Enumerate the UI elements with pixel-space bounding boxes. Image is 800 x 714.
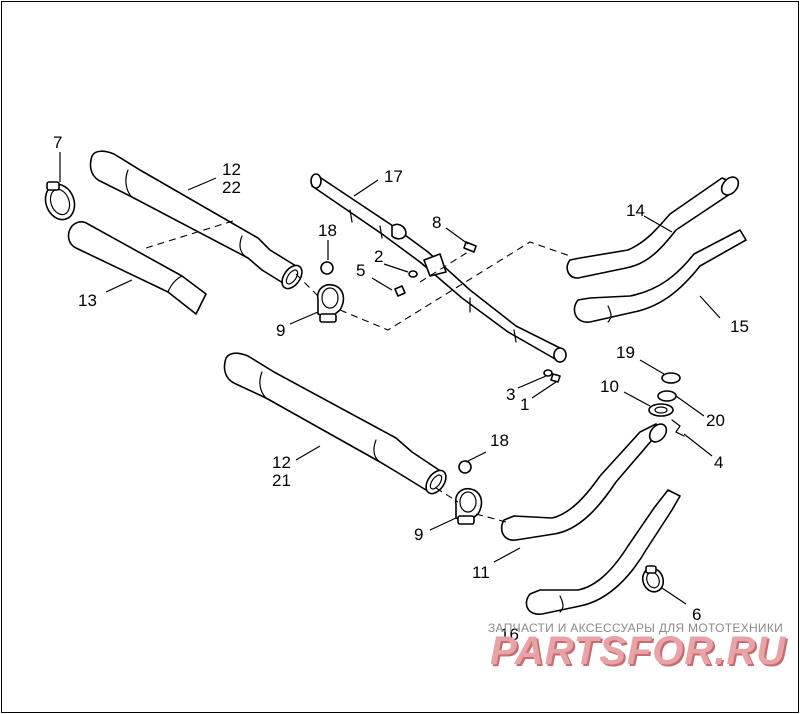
callout-14: 14: [626, 201, 645, 220]
callout-11: 11: [472, 563, 490, 582]
callout-1: 1: [520, 395, 529, 414]
callout-6: 6: [692, 605, 701, 624]
rear-head-pipe-15: [573, 229, 747, 323]
callout-3: 3: [506, 385, 515, 404]
muffler-clamp-9-lower: [454, 488, 483, 525]
hose-clamp-6: [641, 565, 665, 593]
callout-18-lower: 18: [490, 431, 509, 450]
callout-19: 19: [616, 343, 635, 362]
callout-10: 10: [600, 377, 619, 396]
upper-muffler: [89, 150, 303, 290]
hardware-1-3: [543, 369, 561, 383]
callout-12-upper: 12: [222, 160, 241, 179]
callout-15: 15: [730, 317, 749, 336]
gasket-rings-10-19-20: [648, 372, 685, 437]
front-head-pipe-11: [500, 423, 668, 541]
callout-16: 16: [500, 625, 519, 644]
watermark: ЗАПЧАСТИ И АКСЕССУАРЫ ДЛЯ МОТОТЕХНИКИ PA…: [488, 621, 788, 675]
watermark-tagline: ЗАПЧАСТИ И АКСЕССУАРЫ ДЛЯ МОТОТЕХНИКИ: [488, 621, 783, 635]
muffler-clamp-9-upper: [316, 284, 345, 323]
callout-21: 21: [272, 471, 291, 490]
gasket-18-upper: [320, 261, 334, 275]
callout-20: 20: [706, 411, 725, 430]
callout-8: 8: [432, 213, 441, 232]
hardware-2-5-8: [394, 241, 477, 297]
lower-muffler: [223, 352, 447, 495]
callout-7: 7: [53, 133, 62, 152]
gasket-18-lower: [458, 460, 472, 474]
watermark-brand: PARTSFOR.RU: [490, 629, 786, 673]
watermark-brand-shadow: PARTSFOR.RU: [492, 631, 788, 675]
heat-shield-13: [67, 221, 207, 315]
front-head-pipe-14: [566, 176, 740, 279]
callout-4: 4: [714, 453, 723, 472]
callout-18-upper: 18: [318, 221, 337, 240]
rear-head-pipe-16: [525, 489, 681, 615]
callout-17: 17: [384, 167, 403, 186]
callout-9-upper: 9: [276, 321, 285, 340]
callout-12-lower: 12: [272, 453, 291, 472]
mounting-bracket-17: [310, 173, 567, 363]
callout-2: 2: [374, 247, 383, 266]
callout-22: 22: [222, 178, 241, 197]
callout-9-lower: 9: [414, 525, 423, 544]
assembly-dash-lines: [145, 219, 571, 523]
callout-13: 13: [78, 291, 97, 310]
hose-clamp-7: [44, 181, 76, 221]
leader-lines: [59, 152, 721, 605]
callout-labels: 7 12 22 13 18 9 2 5 8 17 3 1 14 15 19 10…: [53, 133, 749, 644]
callout-5: 5: [356, 261, 365, 280]
